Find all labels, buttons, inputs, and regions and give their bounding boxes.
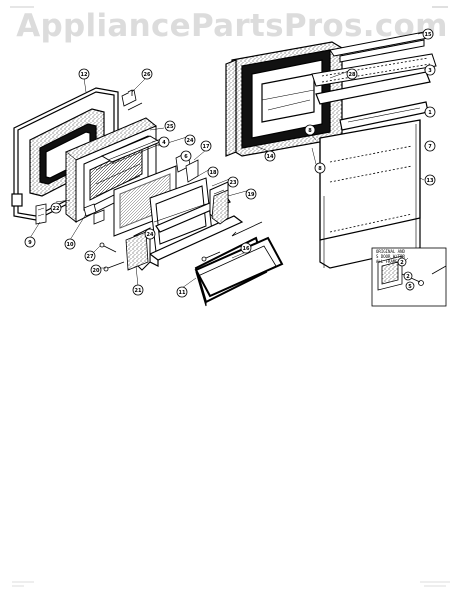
oven-back-panel [225, 41, 343, 157]
inset-note: ORIGINAL AND S DOOR W/TBR ALL FRAME [376, 249, 405, 264]
callout-5: 5 [408, 284, 412, 290]
callout-leaders-left [29, 77, 251, 289]
callout-4: 4 [162, 140, 166, 146]
inset-note-line-1: ORIGINAL AND [376, 249, 405, 254]
callout-14: 14 [267, 154, 274, 160]
callout-labels: 12 26 25 4 24 6 17 18 23 19 22 9 10 24 2… [28, 32, 434, 296]
callout-24-bottom: 24 [147, 232, 154, 238]
callout-7: 7 [428, 144, 432, 150]
inset-note-line-2: S DOOR W/TBR [376, 254, 405, 259]
oven-top-rail [311, 31, 437, 87]
inset-detail [371, 247, 447, 307]
callout-26: 26 [144, 72, 151, 78]
callout-13: 13 [427, 178, 434, 184]
callout-22: 22 [53, 206, 60, 212]
callout-15: 15 [425, 32, 432, 38]
callout-3: 3 [428, 68, 432, 74]
callout-17: 17 [203, 144, 210, 150]
callout-23: 23 [230, 180, 237, 186]
callout-18: 18 [210, 170, 217, 176]
callout-10: 10 [67, 242, 74, 248]
callout-27: 27 [87, 254, 94, 260]
callout-circles [24, 28, 436, 298]
callout-8-lower: 8 [318, 166, 322, 172]
callout-6: 6 [184, 154, 188, 160]
watermark: AppliancePartsPros.com [16, 8, 448, 44]
callout-21: 21 [135, 288, 142, 294]
callout-8-upper: 8 [308, 128, 312, 134]
footer-marks [12, 581, 450, 587]
callout-16: 16 [243, 246, 250, 252]
callout-9: 9 [28, 240, 32, 246]
door-glass-stack [65, 117, 162, 224]
inset-note-line-3: ALL FRAME [376, 259, 398, 264]
callout-11: 11 [179, 290, 186, 296]
small-hardware [35, 89, 229, 272]
inner-glass-panes [113, 165, 213, 253]
callout-20: 20 [93, 268, 100, 274]
callout-2-inset: 2 [400, 260, 404, 266]
oven-side-panel [315, 71, 431, 269]
callout-25: 25 [167, 124, 174, 130]
callout-2-lower: 2 [406, 274, 410, 280]
callout-12: 12 [81, 72, 88, 78]
callout-1: 1 [428, 110, 432, 116]
callout-28: 28 [349, 72, 356, 78]
callout-19: 19 [248, 192, 255, 198]
callout-24-top: 24 [187, 138, 194, 144]
